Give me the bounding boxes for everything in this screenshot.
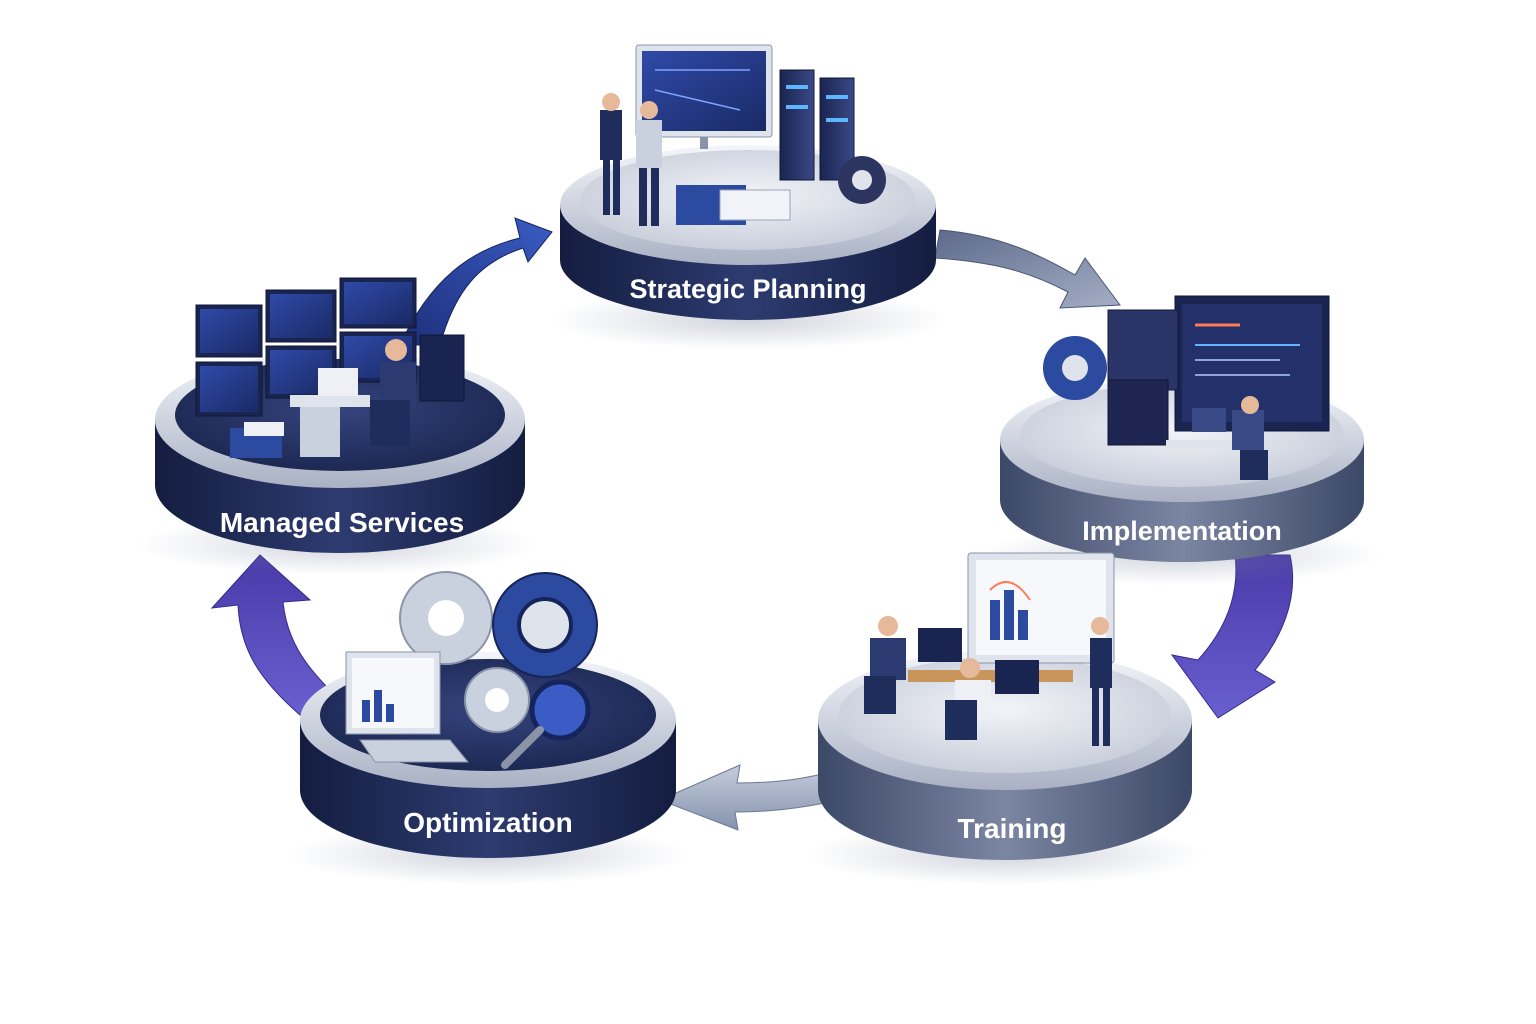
stage-implementation: Implementation <box>980 295 1380 585</box>
stage-optimization: Optimization <box>288 571 688 885</box>
flow-arrow-implementation-to-training <box>1170 554 1294 719</box>
flow-arrow-planning-to-implementation <box>934 229 1121 309</box>
flow-arrow-optimization-to-managed <box>210 554 331 716</box>
stage-label-optimization: Optimization <box>403 807 573 838</box>
stage-label-implementation: Implementation <box>1082 516 1282 546</box>
stage-managed-services: Managed Services <box>138 277 538 575</box>
stage-label-strategic-planning: Strategic Planning <box>629 274 866 304</box>
stage-training: Training <box>805 552 1205 885</box>
gears-magnifier-icon <box>345 571 598 769</box>
monitoring-center-icon <box>195 277 465 458</box>
stage-label-training: Training <box>958 813 1067 844</box>
developer-workstation-icon <box>1043 295 1330 480</box>
stage-label-managed-services: Managed Services <box>220 507 464 538</box>
planning-team-icon <box>600 44 886 226</box>
flow-arrow-managed-to-planning <box>399 217 553 346</box>
stage-strategic-planning: Strategic Planning <box>548 44 948 350</box>
classroom-icon <box>864 552 1115 746</box>
